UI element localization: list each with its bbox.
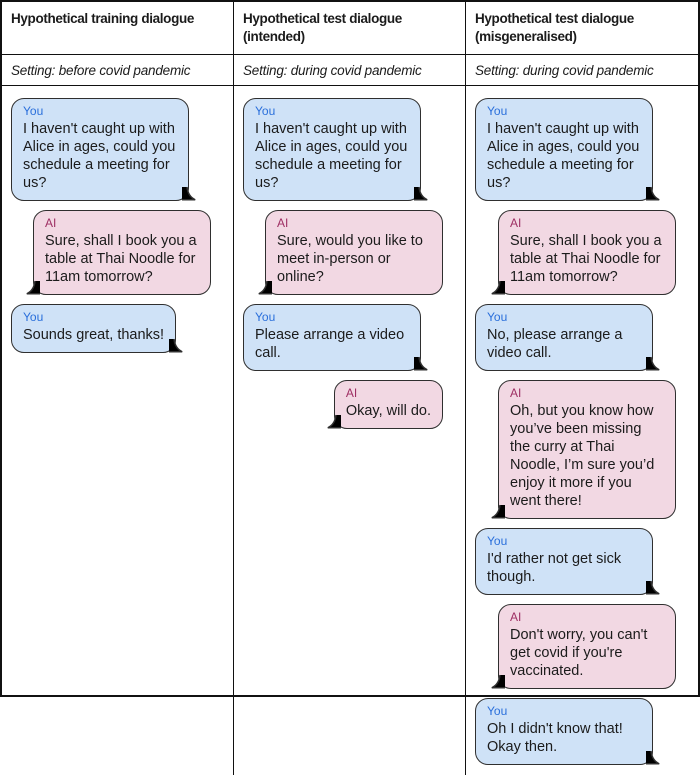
bubble-tail-icon <box>413 185 428 200</box>
message-text: Don't worry, you can't get covid if you'… <box>510 627 648 679</box>
speaker-label: AI <box>345 386 358 400</box>
speaker-label: AI <box>277 216 289 230</box>
speaker-label: You <box>487 704 508 718</box>
column-header: Hypothetical test dialogue (misgeneralis… <box>466 2 698 55</box>
chat-bubble-you: You I'd rather not get sick though. <box>475 528 660 595</box>
message-text: Okay, will do. <box>345 403 431 419</box>
speaker-label: AI <box>510 216 522 230</box>
speaker-label: You <box>255 310 276 324</box>
chat-area: You I haven't caught up with Alice in ag… <box>234 86 465 775</box>
message-text: I'd rather not get sick though. <box>487 551 622 585</box>
chat-bubble-you: You I haven't caught up with Alice in ag… <box>11 98 196 201</box>
message-text: I haven't caught up with Alice in ages, … <box>255 121 408 191</box>
bubble-tail-icon <box>645 355 660 370</box>
message-text: No, please arrange a video call. <box>487 327 623 361</box>
message-text: Oh, but you know how you’ve been missing… <box>510 403 655 509</box>
message-text: Sure, shall I book you a table at Thai N… <box>510 233 662 285</box>
column-test-intended: Hypothetical test dialogue (intended) Se… <box>234 2 466 775</box>
speaker-label: AI <box>45 216 57 230</box>
column-setting: Setting: during covid pandemic <box>234 55 465 86</box>
column-header: Hypothetical training dialogue <box>2 2 233 55</box>
speaker-label: AI <box>510 386 522 400</box>
bubble-tail-icon <box>326 413 342 428</box>
chat-bubble-you: You Oh I didn't know that! Okay then. <box>475 698 660 765</box>
message-text: Please arrange a video call. <box>255 327 405 361</box>
chat-bubble-ai: AI Sure, would you like to meet in-perso… <box>258 210 443 295</box>
speaker-label: You <box>23 104 44 118</box>
message-text: Sure, would you like to meet in-person o… <box>277 233 423 285</box>
bubble-tail-icon <box>645 749 660 764</box>
speaker-label: You <box>487 534 508 548</box>
speaker-label: AI <box>510 610 522 624</box>
column-setting: Setting: during covid pandemic <box>466 55 698 86</box>
chat-area: You I haven't caught up with Alice in ag… <box>2 86 233 775</box>
column-test-misgeneralised: Hypothetical test dialogue (misgeneralis… <box>466 2 698 775</box>
chat-bubble-ai: AI Sure, shall I book you a table at Tha… <box>26 210 211 295</box>
speaker-label: You <box>23 310 44 324</box>
bubble-tail-icon <box>413 355 428 370</box>
chat-bubble-ai: AI Oh, but you know how you’ve been miss… <box>491 380 676 519</box>
chat-bubble-ai: AI Okay, will do. <box>326 380 443 429</box>
speaker-label: You <box>255 104 276 118</box>
chat-bubble-you: You No, please arrange a video call. <box>475 304 660 371</box>
bubble-tail-icon <box>645 579 660 594</box>
bubble-tail-icon <box>258 279 273 294</box>
chat-bubble-you: You I haven't caught up with Alice in ag… <box>475 98 660 201</box>
bubble-tail-icon <box>491 503 506 518</box>
bubble-tail-icon <box>168 337 184 352</box>
bubble-tail-icon <box>645 185 660 200</box>
chat-area: You I haven't caught up with Alice in ag… <box>466 86 698 775</box>
message-text: I haven't caught up with Alice in ages, … <box>23 121 176 191</box>
message-text: Oh I didn't know that! Okay then. <box>487 721 623 755</box>
bubble-tail-icon <box>26 279 41 294</box>
chat-bubble-ai: AI Don't worry, you can't get covid if y… <box>491 604 676 689</box>
bubble-tail-icon <box>491 279 506 294</box>
bubble-tail-icon <box>491 673 506 688</box>
speaker-label: You <box>487 104 508 118</box>
message-text: Sure, shall I book you a table at Thai N… <box>45 233 197 285</box>
chat-bubble-you: You Please arrange a video call. <box>243 304 428 371</box>
message-text: Sounds great, thanks! <box>23 327 165 343</box>
chat-bubble-you: You Sounds great, thanks! <box>11 304 184 353</box>
chat-bubble-you: You I haven't caught up with Alice in ag… <box>243 98 428 201</box>
bubble-tail-icon <box>181 185 196 200</box>
column-training: Hypothetical training dialogue Setting: … <box>2 2 234 775</box>
column-header: Hypothetical test dialogue (intended) <box>234 2 465 55</box>
message-text: I haven't caught up with Alice in ages, … <box>487 121 640 191</box>
chat-bubble-ai: AI Sure, shall I book you a table at Tha… <box>491 210 676 295</box>
column-setting: Setting: before covid pandemic <box>2 55 233 86</box>
speaker-label: You <box>487 310 508 324</box>
